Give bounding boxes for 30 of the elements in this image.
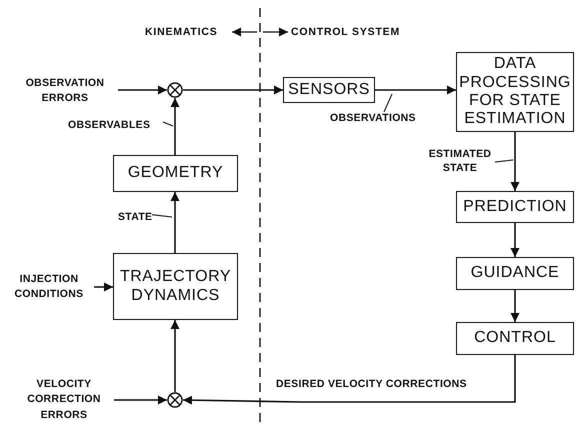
connector-arrow xyxy=(114,396,167,404)
connector-arrow xyxy=(94,282,113,292)
input-label: OBSERVATION ERRORS xyxy=(24,76,106,106)
connector-arrow xyxy=(510,290,520,322)
box-label: CONTROL xyxy=(474,329,556,348)
process-box xyxy=(113,253,238,320)
connector-arrow xyxy=(182,355,516,405)
region-label: CONTROL SYSTEM xyxy=(291,26,400,38)
connector-arrow xyxy=(170,320,180,392)
process-box xyxy=(456,257,574,290)
connector-arrow xyxy=(170,192,180,253)
region-label: KINEMATICS xyxy=(145,26,218,38)
input-label: VELOCITY CORRECTION ERRORS xyxy=(26,377,102,423)
process-box xyxy=(283,77,375,103)
process-box xyxy=(456,191,574,223)
box-label: DATA PROCESSING FOR STATE ESTIMATION xyxy=(458,55,572,129)
box-label: SENSORS xyxy=(288,80,370,100)
connector-arrow xyxy=(118,86,167,94)
process-box xyxy=(113,155,238,192)
connector-arrow xyxy=(375,86,456,94)
box-label: GUIDANCE xyxy=(470,264,560,283)
connector-arrow xyxy=(510,223,520,257)
connector-arrow xyxy=(183,86,283,94)
box-label: TRAJECTORY DYNAMICS xyxy=(118,268,232,305)
box-label: GEOMETRY xyxy=(128,164,224,183)
input-label: INJECTION CONDITIONS xyxy=(14,272,84,302)
process-box xyxy=(456,322,574,355)
box-label: PREDICTION xyxy=(463,198,567,216)
connector-arrow xyxy=(170,98,180,155)
connector-arrow xyxy=(510,132,520,191)
